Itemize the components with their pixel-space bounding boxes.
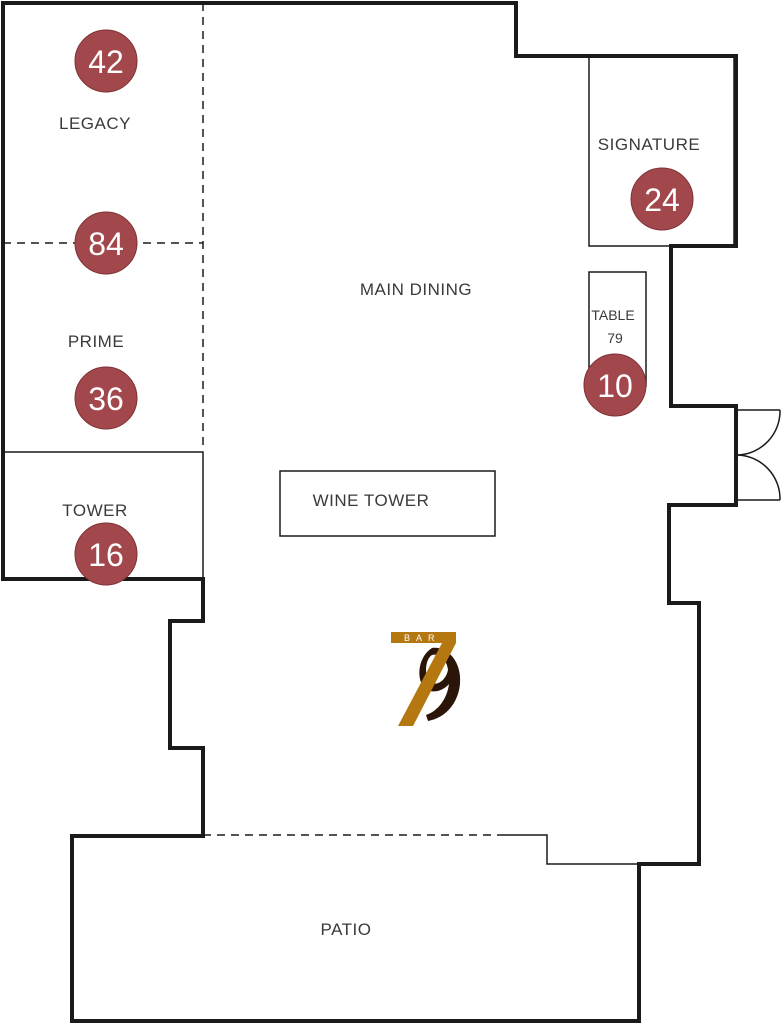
- table-79-capacity-badge: 10: [583, 353, 647, 417]
- prime-label: PRIME: [68, 332, 124, 351]
- logo-bar-band: [391, 632, 456, 643]
- prime-shared-capacity-text: 84: [88, 226, 124, 262]
- signature-label: SIGNATURE: [598, 135, 700, 154]
- patio-step-wall: [500, 834, 639, 865]
- east-door: [736, 409, 781, 501]
- logo-seven-stroke: [398, 643, 456, 726]
- prime-capacity-badge: 36: [74, 366, 138, 430]
- tower-capacity-text: 16: [88, 537, 124, 573]
- tower-capacity-badge: 16: [74, 522, 138, 586]
- legacy-capacity-text: 42: [88, 44, 124, 80]
- logo-bar-text: BAR: [404, 633, 441, 643]
- legacy-label: LEGACY: [59, 114, 131, 133]
- prime-capacity-text: 36: [88, 381, 124, 417]
- tower-label: TOWER: [62, 501, 127, 520]
- signature-room-outline: [588, 56, 735, 247]
- signature-capacity-badge: 24: [630, 167, 694, 231]
- table-79-capacity-text: 10: [597, 368, 633, 404]
- main-dining-label: MAIN DINING: [360, 280, 472, 299]
- wine-tower-outline: [279, 470, 496, 537]
- patio-label: PATIO: [321, 920, 372, 939]
- table-79-label-line1: TABLE: [591, 307, 634, 323]
- logo-nine-shape: [419, 647, 461, 721]
- prime-shared-capacity-badge: 84: [74, 211, 138, 275]
- signature-capacity-text: 24: [644, 182, 680, 218]
- bar-79-logo: BAR: [391, 632, 461, 726]
- wine-tower-label: WINE TOWER: [313, 491, 430, 510]
- legacy-capacity-badge: 42: [74, 29, 138, 93]
- table-79-label-line2: 79: [607, 330, 623, 346]
- venue-outer-wall: [1, 1, 738, 1023]
